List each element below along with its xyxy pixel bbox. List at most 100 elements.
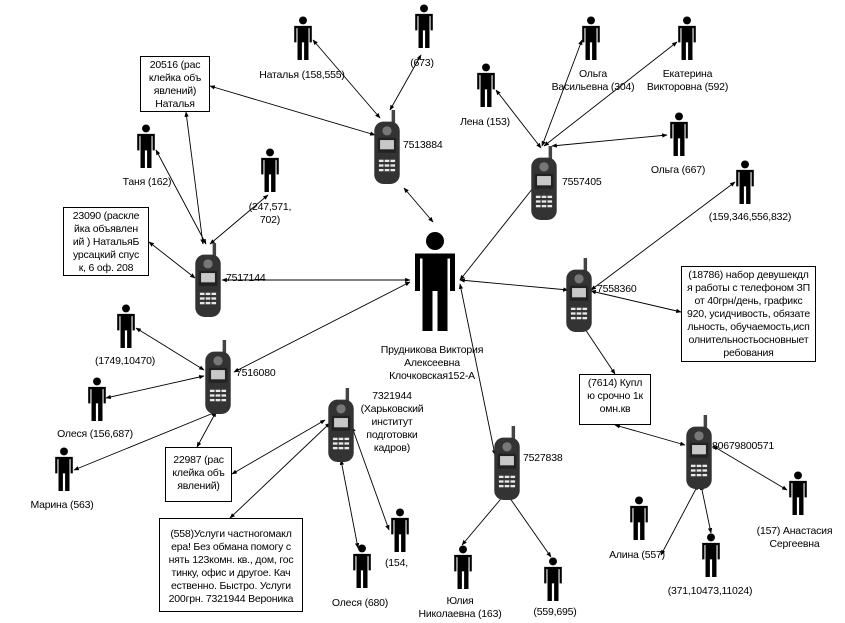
- person-label-yulia: Юлия Николаевна (163): [410, 595, 510, 621]
- person-icon-p1749: [117, 304, 135, 348]
- mobile-phone-icon-p7321944: [328, 388, 354, 462]
- person-icon-olga667: [670, 112, 688, 156]
- note-558-line: тинку, офис и другое. Кач: [171, 567, 291, 579]
- mobile-phone-icon-p7517144: [195, 243, 221, 317]
- link-p7558360-n7614: [580, 322, 616, 375]
- link-p80679800571-p371: [699, 484, 713, 534]
- link-p7516080-marina: [73, 411, 217, 471]
- person-label-lena: Лена (153): [460, 116, 510, 128]
- mobile-phone-icon-p7557405: [531, 146, 557, 220]
- note-558-line: ественно. Быстро. Услуги: [171, 580, 291, 592]
- link-p7321944-p154: [351, 426, 390, 531]
- phone-label-80679800571: 80679800571: [712, 440, 775, 452]
- person-icon-anastasia: [789, 471, 807, 515]
- person-label-1749: (1749,10470): [94, 355, 156, 367]
- note-22987: 22987 (рас клейка объ явлений): [165, 447, 232, 502]
- person-icon-lena: [477, 63, 495, 107]
- link-p80679800571-n7614: [614, 424, 686, 446]
- link-p80679800571-alina: [660, 484, 699, 556]
- p247-line-1: (247,571,: [248, 201, 292, 213]
- note-23090-line: урсацкий спус: [72, 249, 140, 261]
- note-7614-line: ю срочно 1к: [587, 390, 643, 402]
- person-icon-yulia: [454, 545, 472, 589]
- ekaterina-line-2: Викторовна (592): [646, 81, 729, 93]
- person-label-olesya680: Олеся (680): [331, 597, 389, 609]
- p247-line-2: 702): [259, 214, 281, 226]
- yulia-line-2: Николаевна (163): [418, 608, 502, 620]
- person-label-olga667: Ольга (667): [650, 164, 706, 176]
- person-label-olesya156: Олеся (156,687): [57, 428, 133, 440]
- person-icon-alina: [630, 496, 648, 540]
- person-label-154: (154,: [385, 557, 408, 569]
- person-label-ekaterina: Екатерина Викторовна (592): [640, 68, 735, 94]
- person-icon-p371: [702, 533, 720, 577]
- link-p7321944-olesya680: [339, 459, 360, 549]
- person-icon-olesya680: [353, 544, 371, 588]
- note-22987-line: клейка объ: [172, 467, 225, 479]
- phone-label-7527838: 7527838: [523, 452, 563, 464]
- link-p7527838-yulia: [461, 493, 506, 546]
- person-label-559: (559,695): [533, 606, 577, 618]
- note-18786: (18786) набор девушекдл я работы с телеф…: [681, 266, 816, 362]
- links-layer: [73, 39, 788, 558]
- phone-label-7516080: 7516080: [236, 367, 276, 379]
- note-20516-line: Наталья: [155, 98, 195, 110]
- note-7614: (7614) Купл ю срочно 1к омн.кв: [579, 374, 651, 425]
- person-label-247: (247,571, 702): [240, 201, 300, 227]
- note-558-line: нять 123комн. кв., дом, гос: [168, 554, 294, 566]
- person-label-673: (673): [410, 57, 434, 69]
- phone-7321944-line-2: (Харьковский: [360, 403, 424, 415]
- phone-label-7557405: 7557405: [562, 176, 602, 188]
- mobile-phone-icon-p7527838: [494, 426, 520, 500]
- mobile-phone-icon-p7558360: [566, 258, 592, 332]
- phone-label-7321944: 7321944 (Харьковский институт подготовки…: [352, 390, 432, 455]
- mobile-phone-icon-p80679800571: [686, 415, 712, 489]
- note-7614-line: (7614) Купл: [587, 377, 643, 389]
- link-p7513884-p673: [389, 54, 422, 111]
- phone-7321944-line-4: подготовки: [366, 429, 418, 441]
- mobile-phone-icon-p7513884: [374, 110, 400, 184]
- person-icon-p159: [736, 160, 754, 204]
- note-22987-line: 22987 (рас: [173, 454, 224, 466]
- phone-7321944-line-5: кадров): [373, 442, 411, 454]
- person-label-marina: Марина (563): [30, 499, 94, 511]
- person-label-371: (371,10473,11024): [667, 585, 753, 597]
- link-p7516080-olesya156: [105, 374, 205, 400]
- person-label-natalya: Наталья (158,555): [259, 69, 345, 81]
- link-p7513884-n20516: [209, 85, 376, 136]
- person-icon-marina: [55, 447, 73, 491]
- person-icon-tanya: [137, 124, 155, 168]
- note-23090-line: ий ) НатальяБ: [72, 236, 140, 248]
- link-p80679800571-anastasia: [712, 445, 788, 491]
- link-p7558360-p159: [590, 181, 736, 291]
- olga-v-line-2: Васильевна (304): [551, 81, 635, 93]
- phone-label-7513884: 7513884: [403, 139, 443, 151]
- link-p7321944-n558: [229, 422, 331, 519]
- link-p7517144-n23090: [148, 241, 196, 279]
- person-label-anastasia: (157) Анастасия Сергеевна: [747, 525, 842, 551]
- link-p7558360-n18786: [590, 290, 682, 313]
- link-p7513884-center: [403, 187, 434, 223]
- note-18786-line: (18786) набор девушекдл: [688, 269, 809, 281]
- person-icon-p673: [415, 4, 433, 48]
- center-address-line: Клочковская152-А: [389, 370, 475, 382]
- person-icon-natalya: [294, 16, 312, 60]
- ekaterina-line-1: Екатерина: [662, 68, 713, 80]
- note-18786-line: ребования: [723, 347, 774, 359]
- center-name-line-2: Алексеевна: [404, 357, 460, 369]
- person-label-alina: Алина (557): [609, 549, 665, 561]
- link-p7557405-olga667: [551, 133, 668, 148]
- note-20516-line: явлений): [153, 85, 197, 97]
- note-23090-line: к, 6 оф. 208: [78, 262, 134, 274]
- link-p7516080-center: [233, 281, 411, 373]
- anastasia-line-1: (157) Анастасия: [756, 525, 833, 537]
- olga-v-line-1: Ольга: [578, 68, 608, 80]
- note-18786-line: олнительностьосновныет: [688, 334, 809, 346]
- center-person-icon: [415, 232, 455, 331]
- note-20516-line: клейка объ: [148, 72, 202, 84]
- note-23090-line: 23090 (раскле: [72, 210, 140, 222]
- link-p7321944-n22987: [231, 419, 326, 475]
- person-icon-ekaterina: [678, 16, 696, 60]
- phone-7321944-line-3: институт: [371, 416, 413, 428]
